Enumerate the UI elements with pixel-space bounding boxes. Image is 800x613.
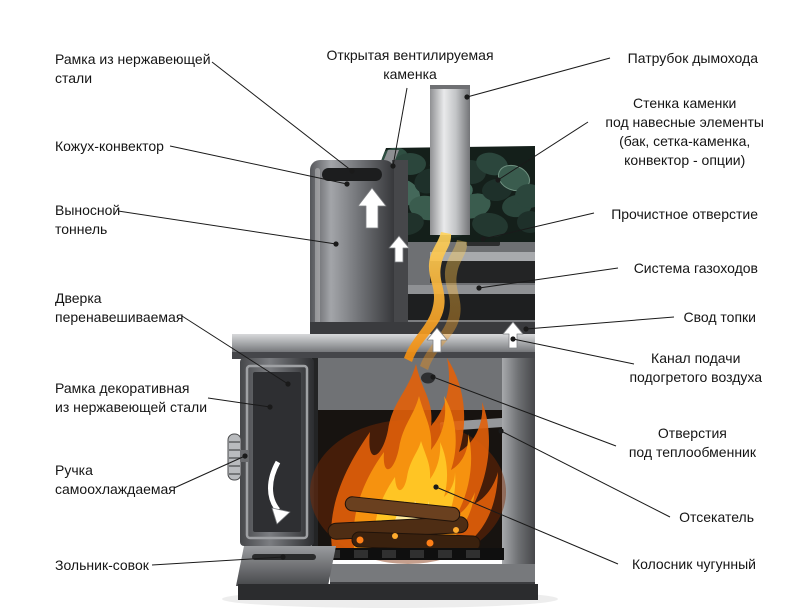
label-cleaning-hole: Прочистное отверстие — [611, 206, 758, 222]
leader-dots — [242, 94, 529, 560]
flue-up-arrow — [388, 235, 410, 263]
cast-iron-grate — [316, 548, 504, 560]
air-channel-up-arrow — [502, 321, 524, 349]
ash-pan-scoop — [236, 546, 336, 586]
label-ash-pan: Зольник-совок — [55, 557, 149, 573]
firebox-right-wall — [502, 358, 535, 568]
label-open-heater: Открытая вентилируемая каменка — [326, 47, 494, 82]
label-convector-casing: Кожух-конвектор — [55, 138, 164, 154]
leader-lines — [117, 57, 675, 566]
label-flue-system: Система газоходов — [633, 260, 758, 276]
label-extension-tunnel: Выносной тоннель — [55, 202, 121, 237]
flame-wisp — [404, 232, 452, 362]
label-decorative-frame: Рамка декоративная из нержавеющей стали — [55, 380, 208, 415]
burning-logs — [327, 496, 481, 552]
label-firebox-vault: Свод топки — [683, 309, 757, 325]
stove-base — [236, 546, 538, 600]
label-self-cooling-handle: Ручка самоохлаждаемая — [55, 462, 176, 497]
convector-up-arrow — [357, 187, 387, 229]
label-frame-stainless: Рамка из нержавеющей стали — [55, 51, 211, 86]
label-cast-iron-grate: Колосник чугунный — [631, 556, 756, 572]
chimney-pipe — [430, 85, 470, 235]
label-heat-exchanger-holes: Отверстия под теплообменник — [628, 425, 756, 460]
air-intake-curved-arrow — [268, 460, 281, 512]
label-heater-wall: Стенка каменки под навесные элементы (ба… — [605, 95, 764, 168]
label-reversible-door: Дверка перенавешиваемая — [55, 290, 184, 325]
label-flame-splitter: Отсекатель — [679, 509, 754, 525]
firebox-top-plate — [232, 334, 535, 359]
airflow-arrows — [268, 187, 524, 525]
label-heated-air-channel: Канал подачи подогретого воздуха — [629, 350, 762, 385]
firebox-up-arrow — [426, 327, 448, 353]
label-chimney-pipe: Патрубок дымохода — [627, 50, 758, 66]
